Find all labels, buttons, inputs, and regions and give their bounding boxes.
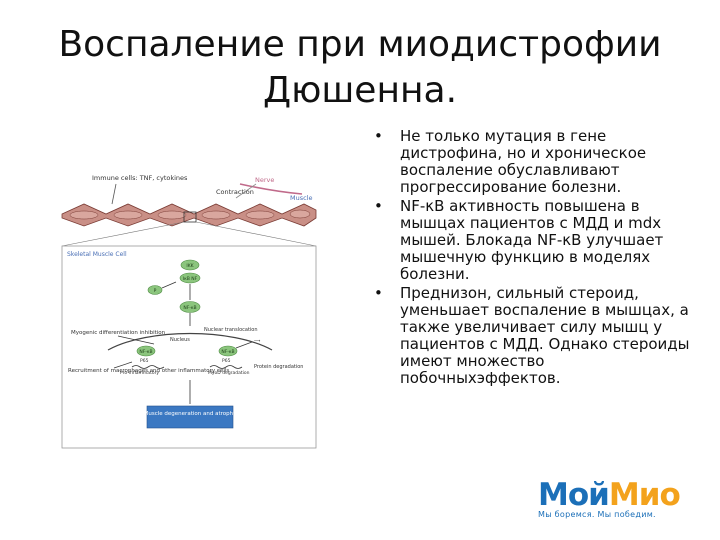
- label-muscle: Muscle: [290, 194, 313, 202]
- slide-title-line-2: Дюшенна.: [262, 70, 458, 111]
- node-nf-kb-right: NF-κB: [218, 345, 238, 357]
- svg-text:NF-κB: NF-κB: [183, 305, 196, 311]
- logo-tagline: Мы боремся. Мы победим.: [538, 510, 656, 519]
- svg-text:Myogenic differentiation inhib: Myogenic differentiation inhibition: [71, 330, 166, 336]
- label-skeletal-muscle-cell: Skeletal Muscle Cell: [67, 251, 127, 258]
- arrow-to-recruitment: [113, 361, 133, 369]
- dna-left: [131, 365, 165, 369]
- bullet-dot-icon: •: [374, 127, 383, 145]
- nfkb-pathway-diagram: Immune cells: TNF, cytokines Contraction…: [58, 168, 320, 450]
- svg-text:IκB NF: IκB NF: [183, 276, 198, 282]
- label-myod-degradation: MyoD degradation: [208, 370, 250, 376]
- logo-part-mio: Мио: [608, 477, 681, 513]
- bullet-dot-icon: •: [374, 197, 383, 215]
- label-nuclear-translocation: Nuclear translocation: [204, 327, 258, 333]
- dna-right: [209, 365, 243, 369]
- moymio-logo: МойМио Мы боремся. Мы победим.: [538, 480, 698, 520]
- logo-part-moy: Мой: [538, 477, 610, 513]
- label-protein-degradation: Protein degradation: [254, 364, 303, 370]
- label-nerve: Nerve: [255, 176, 274, 184]
- zoom-box: [183, 211, 197, 223]
- bullet-item: •Не только мутация в гене дистрофина, но…: [374, 127, 647, 196]
- svg-text:NF-κB: NF-κB: [139, 349, 152, 355]
- slide-title: Воспаление при миодистрофии Дюшенна.: [40, 22, 680, 114]
- node-nf-kb: NF-κB: [179, 301, 201, 313]
- node-nf-kb-left: NF-κB: [136, 345, 156, 357]
- label-proinflammatory: Pro-inflammatory: [120, 370, 159, 376]
- zoom-lines: [61, 221, 317, 247]
- nucleus-membrane: [107, 332, 273, 351]
- label-p65-right: P65: [222, 358, 231, 364]
- label-immune-cells: Immune cells: TNF, cytokines: [92, 174, 188, 182]
- arrow-to-protein: [235, 341, 253, 349]
- nerve-fiber: [239, 183, 303, 195]
- node-ikk: IKK: [180, 259, 200, 271]
- muscle-fiber-band: [61, 203, 317, 227]
- label-arrow-right: ⟶: [254, 339, 261, 344]
- svg-text:Recruitment of macrophages and: Recruitment of macrophages and other inf…: [68, 368, 229, 374]
- bullet-item: •NF-κB активность повышена в мышцах паци…: [374, 197, 664, 283]
- node-phospho: P: [147, 285, 163, 295]
- label-myogenic-differentiation: Myogenic differentiation inhibition: [71, 330, 166, 336]
- bullet-item: •Преднизон, сильный стероид, уменьшает в…: [374, 284, 690, 387]
- slide-title-line-1: Воспаление при миодистрофии: [58, 24, 662, 65]
- svg-text:NF-κB: NF-κB: [221, 349, 234, 355]
- svg-text:Muscle degeneration and atroph: Muscle degeneration and atrophy: [144, 411, 237, 417]
- contraction-arrow: [235, 183, 257, 199]
- label-p65-left: P65: [140, 358, 149, 364]
- bullet-dot-icon: •: [374, 284, 383, 302]
- svg-text:IKK: IKK: [186, 263, 194, 269]
- label-nucleus: Nucleus: [170, 337, 190, 343]
- arrow-to-differentiation: [117, 335, 155, 345]
- label-recruitment: Recruitment of macrophages and other inf…: [68, 368, 229, 374]
- svg-text:P: P: [154, 288, 157, 294]
- label-contraction: Contraction: [216, 188, 254, 196]
- bullet-list: •Не только мутация в гене дистрофина, но…: [370, 128, 690, 389]
- degradation-arrow: [161, 281, 177, 289]
- outcome-box: Muscle degeneration and atrophy: [144, 405, 237, 429]
- node-ib-nf: IκB NF: [179, 272, 201, 284]
- immune-arrow: [111, 183, 117, 205]
